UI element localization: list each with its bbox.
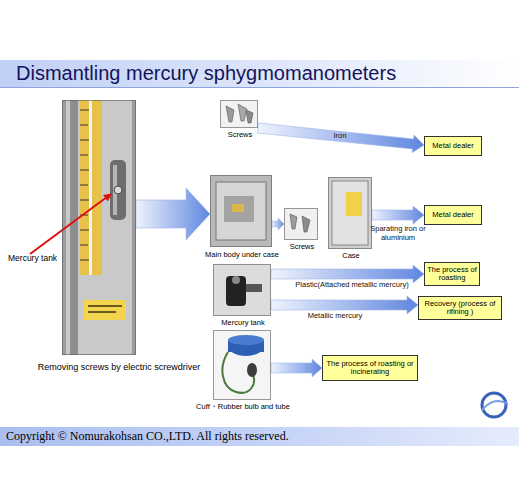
arrow-label: Sparating iron or aluminium <box>370 225 426 242</box>
rolled-cuff <box>228 336 264 356</box>
process-box: Metal dealer <box>424 136 482 156</box>
case-photo <box>328 177 372 249</box>
arrow-label: Iron <box>310 132 370 141</box>
screw <box>246 110 253 123</box>
photo-background <box>213 264 271 316</box>
cuff-top <box>228 335 264 345</box>
photo-caption: Removing screws by electric screwdriver <box>29 362 209 372</box>
flow-arrow <box>272 218 284 230</box>
mercury-tank-photo <box>213 264 271 316</box>
flow-arrow <box>271 359 322 377</box>
box-text: The process of roasting or incinerating <box>323 360 417 377</box>
case-body <box>332 181 368 245</box>
tray <box>216 182 266 240</box>
photo-background <box>210 175 272 247</box>
title-band: Dismantling mercury sphygmomanometers <box>0 60 519 88</box>
logo-swoosh <box>482 401 508 410</box>
box-text: Recovery (process of rifining ) <box>419 300 501 317</box>
photo-frame: Screws <box>220 100 258 128</box>
photo-background <box>328 177 372 249</box>
screw <box>290 214 297 229</box>
photo-frame: Screws <box>284 208 318 240</box>
glass-tube <box>89 100 92 275</box>
photo-frame: Mercury tank <box>213 264 271 316</box>
box-text: Metal dealer <box>431 142 474 150</box>
warning-label <box>84 300 126 320</box>
photo-frame: Cuff・Rubber bulb and tube <box>213 330 271 400</box>
photo-caption: Main body under case <box>197 251 287 260</box>
screw <box>226 106 234 122</box>
rubber-bulb <box>247 363 257 377</box>
photo-frame: Case <box>328 177 372 249</box>
sphygmomanometer-photo <box>62 100 136 355</box>
company-logo <box>482 393 508 417</box>
photo-background <box>220 100 258 128</box>
photo-caption: Screws <box>210 131 270 140</box>
flow-arrow <box>258 123 425 153</box>
logo-ring <box>482 393 506 417</box>
mercury-tank <box>110 160 126 220</box>
photo-caption: Cuff・Rubber bulb and tube <box>188 403 298 412</box>
scale-strip <box>80 100 102 275</box>
inner-plate <box>224 196 254 222</box>
case-edge <box>70 100 78 355</box>
callout-arrow <box>30 194 111 254</box>
label-print <box>88 305 122 307</box>
box-text: The process of roasting <box>425 266 479 283</box>
bracket <box>232 204 244 212</box>
process-box: The process of roasting <box>424 262 480 286</box>
box-text: Metal dealer <box>431 211 474 219</box>
label-print <box>88 311 116 313</box>
footer-band: Copyright © Nomurakohsan CO.,LTD. All ri… <box>0 427 519 446</box>
tank-cap <box>232 276 240 284</box>
case-frame <box>66 100 132 355</box>
photo-background <box>213 330 271 400</box>
arrow-label: Plastic(Attached metallic mercury) <box>280 281 424 290</box>
arrow-label: Metallic mercury <box>290 312 380 321</box>
main-body-photo <box>210 175 272 247</box>
photo-background <box>62 100 136 355</box>
tank-nozzle <box>246 284 262 292</box>
process-box: Metal dealer <box>424 205 482 225</box>
screw <box>302 216 310 232</box>
screws-photo <box>220 100 258 128</box>
process-box: Recovery (process of rifining ) <box>418 296 502 320</box>
screw <box>238 104 247 121</box>
screws-photo <box>284 208 318 240</box>
flow-arrow <box>372 206 424 224</box>
photo-caption: Case <box>321 252 381 261</box>
photo-frame: Main body under case <box>210 175 272 247</box>
cuff-photo <box>213 330 271 400</box>
callout-label: Mercury tank <box>8 253 57 263</box>
tank-body <box>226 276 246 306</box>
process-box: The process of roasting or incinerating <box>322 355 418 381</box>
photo-background <box>284 208 318 240</box>
photo-frame: Removing screws by electric screwdriver <box>62 100 136 355</box>
case-label <box>346 192 362 216</box>
slide-title: Dismantling mercury sphygmomanometers <box>16 62 396 85</box>
flow-arrow <box>136 188 210 240</box>
copyright-note: Copyright © Nomurakohsan CO.,LTD. All ri… <box>6 429 289 444</box>
photo-caption: Mercury tank <box>203 319 283 328</box>
photo-caption: Screws <box>272 243 332 252</box>
screw <box>114 186 122 194</box>
